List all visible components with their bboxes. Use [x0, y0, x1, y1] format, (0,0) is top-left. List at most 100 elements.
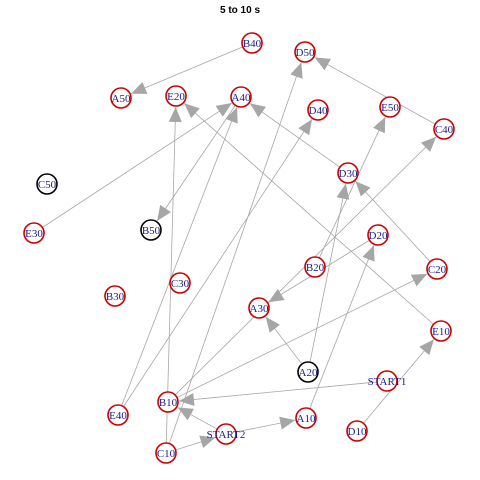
node-c10: C10	[155, 442, 177, 464]
node-d40: D40	[307, 99, 329, 121]
edge-arrowhead	[249, 103, 266, 118]
node-label: E40	[109, 410, 127, 422]
edge-arrowhead	[290, 62, 303, 79]
edge-arrowhead	[419, 339, 434, 356]
node-label: START1	[368, 376, 407, 388]
node-circle	[140, 219, 162, 241]
edge-line	[363, 339, 435, 424]
node-circle	[304, 256, 326, 278]
graph-title: 5 to 10 s	[220, 5, 260, 16]
edge-c20-d30	[355, 180, 431, 262]
edge-line	[318, 116, 386, 259]
edge-b10-c20	[176, 273, 428, 398]
node-label: D30	[339, 168, 358, 180]
node-label: C10	[157, 448, 176, 460]
edge-line	[123, 118, 313, 407]
edge-e40-a40	[121, 107, 238, 406]
edge-layer	[42, 46, 437, 451]
node-c20: C20	[426, 258, 448, 280]
edge-a20-a30	[265, 316, 303, 365]
node-circle	[294, 41, 316, 63]
node-a30: A30	[248, 297, 270, 319]
edge-e10-e20	[183, 102, 434, 325]
edge-arrowhead	[314, 57, 331, 71]
node-c40: C40	[433, 118, 455, 140]
edge-e40-d40	[123, 118, 313, 407]
edge-arrowhead	[199, 435, 216, 449]
edge-arrowhead	[215, 103, 232, 117]
node-circle	[36, 173, 58, 195]
edge-line	[314, 56, 436, 125]
node-a40: A40	[230, 86, 252, 108]
node-label: A30	[250, 303, 269, 315]
edge-arrowhead	[355, 181, 371, 197]
node-circle	[367, 224, 389, 246]
edge-arrowhead	[177, 407, 194, 421]
node-e50: E50	[379, 96, 401, 118]
node-circle	[346, 420, 368, 442]
node-e10: E10	[430, 320, 452, 342]
edge-line	[130, 46, 243, 95]
node-label: A20	[299, 367, 318, 379]
node-label: A10	[297, 413, 316, 425]
node-label: E30	[25, 228, 43, 240]
node-label: B50	[142, 225, 161, 237]
node-label: B40	[243, 38, 262, 50]
node-circle	[248, 297, 270, 319]
node-d30: D30	[337, 162, 359, 184]
node-circle	[169, 272, 191, 294]
node-label: E50	[381, 102, 399, 114]
node-b50: B50	[140, 219, 162, 241]
edge-start1-b10	[178, 381, 378, 406]
edge-a40-b50	[156, 105, 236, 222]
edge-arrowhead	[298, 119, 312, 136]
node-circle	[379, 96, 401, 118]
edge-a20-d30	[309, 183, 350, 363]
node-circle	[107, 404, 129, 426]
node-circle	[426, 258, 448, 280]
edge-line	[249, 103, 341, 168]
edge-c40-d50	[314, 56, 436, 125]
node-label: A40	[232, 92, 251, 104]
node-label: C20	[428, 264, 447, 276]
node-b40: B40	[241, 32, 263, 54]
node-circle	[433, 118, 455, 140]
edge-arrowhead	[279, 416, 296, 430]
node-circle	[297, 361, 319, 383]
node-label: START2	[207, 429, 246, 441]
node-start2: START2	[207, 423, 246, 445]
node-d10: D10	[346, 420, 368, 442]
node-circle	[104, 285, 126, 307]
node-circle	[241, 32, 263, 54]
node-label: C30	[171, 278, 190, 290]
node-a10: A10	[295, 407, 317, 429]
edge-arrowhead	[184, 103, 200, 119]
edge-c10-d50	[168, 62, 303, 444]
edge-d10-e10	[363, 339, 435, 424]
node-label: D10	[348, 426, 367, 438]
edge-line	[42, 102, 233, 228]
node-circle	[376, 370, 398, 392]
node-circle	[157, 391, 179, 413]
node-label: B20	[306, 262, 325, 274]
edge-arrowhead	[336, 183, 350, 200]
node-label: E10	[432, 326, 450, 338]
node-label: D50	[296, 47, 315, 59]
edge-line	[121, 107, 238, 406]
edge-start2-b10	[177, 406, 218, 430]
node-circle	[165, 85, 187, 107]
edge-line	[183, 102, 434, 325]
edge-start2-a10	[235, 416, 296, 433]
edge-arrowhead	[373, 116, 386, 134]
edge-line	[176, 273, 428, 398]
node-circle	[110, 87, 132, 109]
edge-c10-start2	[175, 435, 216, 451]
edge-d30-a40	[249, 103, 341, 168]
edge-line	[168, 62, 302, 444]
edge-arrowhead	[157, 204, 171, 221]
edge-arrowhead	[265, 316, 280, 333]
node-circle	[337, 162, 359, 184]
